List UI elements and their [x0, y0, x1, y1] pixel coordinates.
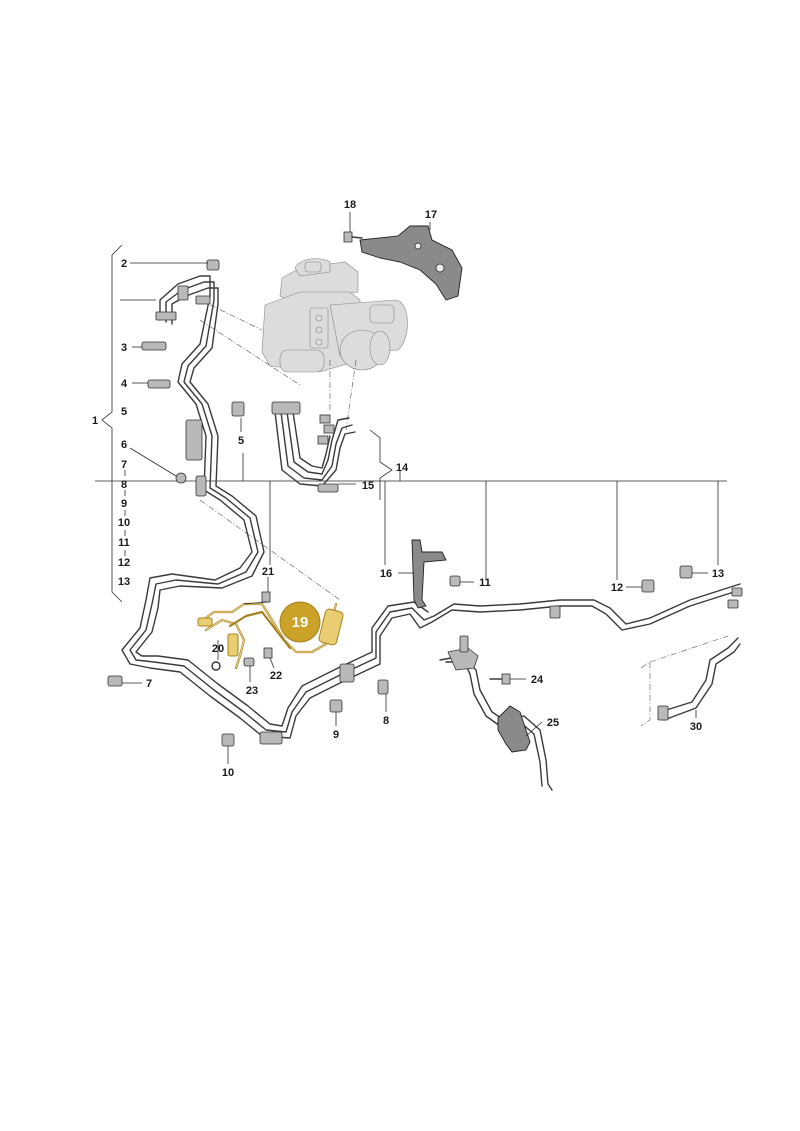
- clips: [107, 259, 693, 747]
- reference-ticks: [242, 453, 719, 580]
- callout-1: 1: [92, 415, 98, 427]
- callout-21: 21: [262, 566, 274, 578]
- callout-12-left: 12: [118, 557, 130, 569]
- callout-4: 4: [121, 378, 128, 390]
- highlight-badge-19: 19: [279, 601, 321, 643]
- callout-10-left: 10: [118, 517, 130, 529]
- group-bracket-14: [369, 429, 393, 500]
- callout-30: 30: [690, 721, 702, 733]
- right-brake-lines: [439, 587, 743, 791]
- callout-25: 25: [547, 717, 559, 729]
- callout-8-left: 8: [121, 479, 127, 491]
- master-cylinder-lines: [271, 401, 356, 487]
- callout-8-bottom: 8: [383, 715, 389, 727]
- callout-7-left: 7: [121, 459, 127, 471]
- callout-9-left: 9: [121, 498, 127, 510]
- callout-13-right: 13: [712, 568, 724, 580]
- callout-23: 23: [246, 685, 258, 697]
- callout-6: 6: [121, 439, 127, 451]
- callout-15: 15: [362, 480, 374, 492]
- callout-2: 2: [121, 258, 127, 270]
- callout-12-right: 12: [611, 582, 623, 594]
- group-bracket-1: [101, 244, 126, 603]
- callout-20: 20: [212, 643, 224, 655]
- mounting-bracket-17: [359, 225, 463, 301]
- callout-5-center: 5: [238, 435, 244, 447]
- callout-10-bottom: 10: [222, 767, 234, 779]
- callout-13-left: 13: [118, 576, 130, 588]
- callout-7-bottom: 7: [146, 678, 152, 690]
- callout-18: 18: [344, 199, 356, 211]
- bracket-16: [411, 539, 447, 609]
- callout-9-bottom: 9: [333, 729, 339, 741]
- callout-24: 24: [531, 674, 544, 686]
- bolt-18: [343, 231, 363, 243]
- badge-label-19: 19: [292, 614, 309, 631]
- bracket-25: [447, 635, 531, 753]
- callout-16: 16: [380, 568, 392, 580]
- leader-lines: [120, 212, 708, 764]
- callout-11-left: 11: [118, 537, 130, 549]
- callout-3: 3: [121, 342, 127, 354]
- highlighted-part-19: [197, 602, 344, 670]
- callout-14: 14: [396, 462, 409, 474]
- callout-5-left: 5: [121, 406, 127, 418]
- callout-17: 17: [425, 209, 437, 221]
- master-cylinder: [261, 258, 408, 373]
- bolt-24: [489, 673, 511, 685]
- callout-22: 22: [270, 670, 282, 682]
- main-brake-lines: [121, 275, 741, 745]
- callout-11-right: 11: [479, 577, 491, 589]
- callout-labels: 1 2 3 4 5 5 6 7 7 8 8 9 9 10 10 11 11 12…: [92, 199, 724, 779]
